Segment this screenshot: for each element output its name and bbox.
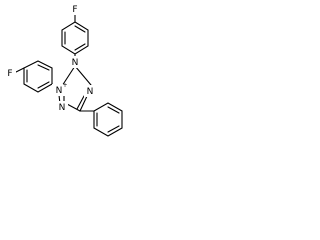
tetrazole-bond-n2-n1 [74,65,92,86]
bottom-phenyl-aromatic-lines [96,106,120,133]
atom-label-f-top: F [72,5,77,15]
atom-label-background [84,85,96,97]
top-fluorophenyl-aromatic-lines [64,25,86,51]
bond-f-left-to-ring [15,67,25,73]
atom-label-n2: N [72,58,79,68]
atom-label-background [56,101,68,113]
atom-label-background [69,56,81,68]
left-fluorophenyl-ring [23,60,53,93]
atom-label-n4: N [59,103,66,113]
bottom-phenyl-ring [93,102,123,137]
top-fluorophenyl-ring [61,21,89,55]
bonds [15,14,123,137]
left-fluorophenyl-aromatic-lines [26,64,50,89]
tetrazole-double-bond-inner-line [76,95,85,110]
atom-label-f-left: F [7,69,12,79]
atom-label-n1: N [87,87,94,97]
tetrazole-bond-c5-n4 [66,103,81,112]
atom-label-n3: N [56,86,63,96]
atom-label-background [52,84,68,96]
atom-label-background [4,67,16,79]
atom-labels: F F N N + N N [4,3,96,113]
tetrazole-bond-n2-n3 [61,65,76,87]
positive-charge-label: + [62,82,67,89]
chemical-structure-diagram: F F N N + N N [4,3,123,137]
atom-label-background [69,3,81,15]
